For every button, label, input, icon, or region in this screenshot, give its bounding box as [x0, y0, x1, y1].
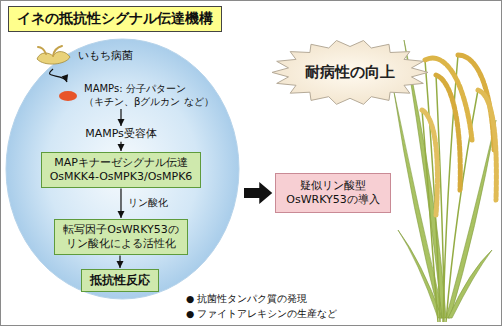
- mamps-node: MAMPs: 分子パターン （キチン、βグルカン など）: [58, 83, 214, 108]
- node-text: MAPキナーゼシグナル伝達 OsMKK4-OsMPK3/OsMPK6: [50, 156, 193, 184]
- connector: [244, 182, 272, 204]
- rice-stems: [422, 55, 478, 322]
- title-text: イネの抵抗性シグナル伝達機構: [17, 10, 213, 28]
- text-line: OsWRKY53の導入: [286, 193, 379, 207]
- text-line: OsMKK4-OsMPK3/OsMPK6: [50, 170, 193, 184]
- panicle-grains: [422, 110, 437, 215]
- node-text: 抵抗性反応: [90, 273, 150, 288]
- rice-leaf: [398, 230, 442, 318]
- title-box: イネの抵抗性シグナル伝達機構: [8, 6, 222, 32]
- circle-shape: [6, 39, 239, 299]
- burst-shape: 耐病性の向上: [271, 39, 429, 106]
- pathogen-node: いもち病菌: [34, 44, 133, 68]
- panicle-axis: [478, 90, 496, 200]
- edge-label: リン酸化: [128, 196, 168, 210]
- result-box: 疑似リン酸型 OsWRKY53の導入: [275, 173, 390, 213]
- rice-stem: [446, 90, 478, 322]
- fungus-hypha: [38, 46, 62, 56]
- node-text: いもち病菌: [78, 49, 133, 62]
- receptor-node: MAMPs受容体: [85, 127, 157, 141]
- burst-shape: [272, 40, 428, 104]
- text-line: MAMPs: 分子パターン: [84, 83, 214, 96]
- note-text: ● ファイトアレキシンの生産など: [186, 308, 337, 321]
- rice-leaf: [446, 120, 496, 318]
- panicle-grains: [478, 90, 496, 200]
- text-line: 疑似リン酸型: [286, 179, 379, 193]
- rice-leaf: [448, 250, 492, 318]
- rice-stem: [422, 110, 438, 322]
- note-text: ● 抗菌性タンパク質の発現: [186, 293, 307, 306]
- rice-panicles: [422, 55, 496, 215]
- block-arrow: [244, 182, 272, 204]
- mamps-oval: [58, 90, 78, 102]
- text-line: MAPキナーゼシグナル伝達: [50, 156, 193, 170]
- mamps-oval-shape: [59, 91, 77, 101]
- panicle-axis: [422, 110, 437, 215]
- region-circle: いもち病菌 MAMPs: 分子パターン （キチン、βグルカン など） MAMPs受容…: [5, 38, 240, 300]
- node-text: 転写因子OsWRKY53の リン酸化による活性化: [63, 223, 178, 251]
- node-text: MAMPs: 分子パターン （キチン、βグルカン など）: [84, 83, 214, 108]
- process-box: 抵抗性反応: [81, 269, 159, 292]
- fungus-icon: [34, 44, 74, 68]
- process-box: 転写因子OsWRKY53の リン酸化による活性化: [54, 219, 187, 255]
- node-text: MAMPs受容体: [85, 127, 157, 141]
- text-line: リン酸化による活性化: [63, 237, 178, 251]
- node-text: 耐病性の向上: [305, 63, 395, 82]
- process-box: MAPキナーゼシグナル伝達 OsMKK4-OsMPK3/OsMPK6: [41, 152, 202, 188]
- text-line: 転写因子OsWRKY53の: [63, 223, 178, 237]
- text-line: （キチン、βグルカン など）: [84, 96, 214, 109]
- node-text: 疑似リン酸型 OsWRKY53の導入: [286, 179, 379, 207]
